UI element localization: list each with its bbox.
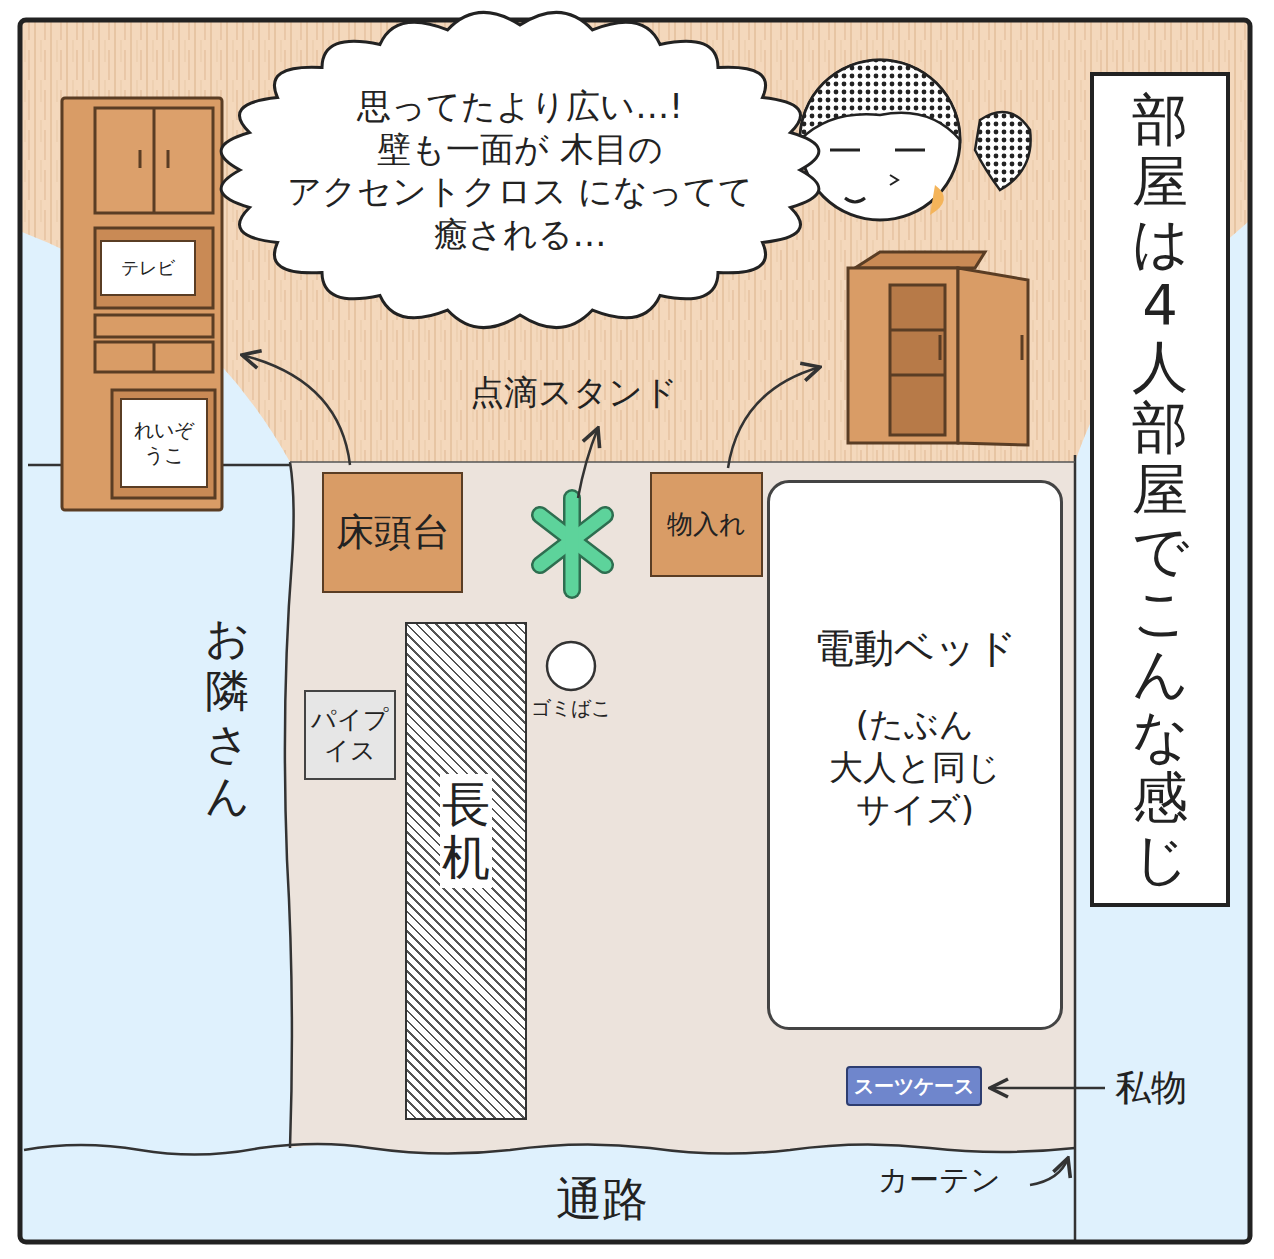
leader-lines bbox=[242, 355, 1105, 1185]
drawer bbox=[95, 342, 213, 372]
node-note: (たぶん 大人と同じ サイズ) bbox=[770, 703, 1060, 831]
drawer bbox=[95, 315, 213, 337]
head bbox=[800, 60, 960, 220]
belongings-label: 私物 bbox=[1115, 1066, 1187, 1109]
node-label: 長机 bbox=[440, 774, 492, 888]
door-handle bbox=[167, 150, 170, 168]
shelf bbox=[890, 374, 945, 377]
curtain-label: カーテン bbox=[878, 1162, 1001, 1198]
panel-frame bbox=[20, 20, 1250, 1242]
room-floor bbox=[285, 462, 1075, 1154]
handle bbox=[939, 335, 942, 360]
fridge-box: れいぞうこ bbox=[120, 398, 208, 488]
handle bbox=[1021, 335, 1024, 360]
cloud-path bbox=[221, 12, 819, 327]
locker-top bbox=[855, 252, 985, 268]
cabinet-doors bbox=[95, 108, 213, 213]
ear bbox=[930, 185, 944, 215]
chair-box: パイプ イス bbox=[304, 690, 396, 780]
node-label: パイプ イス bbox=[310, 704, 390, 767]
node-label: 思ってたより広い…! 壁も一面が 木目の アクセントクロス になってて 癒される… bbox=[280, 85, 760, 255]
node-label: ゴミばこ bbox=[531, 696, 611, 721]
tv-box: テレビ bbox=[100, 240, 196, 296]
locker-door bbox=[958, 268, 1028, 445]
node-label: れいぞうこ bbox=[132, 418, 196, 468]
aisle-label: 通路 bbox=[556, 1172, 648, 1227]
door-split bbox=[153, 108, 156, 213]
circle-outline bbox=[545, 640, 597, 692]
node-label: 部屋は4人部屋でこんな感じ bbox=[1132, 89, 1188, 890]
sweat-mark bbox=[890, 175, 898, 185]
eye bbox=[830, 149, 860, 152]
leader-arrow bbox=[1030, 1158, 1068, 1185]
ponytail bbox=[975, 112, 1031, 190]
mouth bbox=[845, 198, 865, 202]
leader-arrow bbox=[990, 1087, 1105, 1090]
drawer-split bbox=[153, 342, 156, 372]
speech-bubble: 思ってたより広い…! 壁も一面が 木目の アクセントクロス になってて 癒される… bbox=[250, 30, 790, 310]
trash-can-circle bbox=[547, 642, 595, 690]
leader-arrow bbox=[578, 428, 598, 498]
door-handle bbox=[139, 150, 142, 168]
node-label: 物入れ bbox=[667, 508, 746, 541]
suitcase-box: スーツケース bbox=[846, 1066, 982, 1106]
node-label: 電動ベッド bbox=[814, 623, 1017, 673]
bed-box: 電動ベッド (たぶん 大人と同じ サイズ) bbox=[767, 480, 1063, 1030]
leader-arrow bbox=[728, 367, 820, 468]
leader-arrow bbox=[242, 355, 350, 465]
fridge-space bbox=[112, 390, 215, 498]
eye bbox=[895, 149, 925, 152]
curtain-line bbox=[24, 1144, 1075, 1155]
tv-shelf bbox=[95, 228, 213, 308]
node-label: 床頭台 bbox=[336, 509, 450, 557]
bedside-table-box: 床頭台 bbox=[322, 472, 463, 593]
cabinet-body bbox=[62, 98, 222, 510]
hair bbox=[800, 60, 960, 140]
node-label: テレビ bbox=[121, 257, 175, 280]
bedside-cabinet-drawing bbox=[62, 98, 222, 510]
locker-drawing bbox=[848, 252, 1028, 445]
character-face bbox=[800, 60, 1031, 220]
shelf bbox=[890, 329, 945, 332]
trash-can: ゴミばこ bbox=[545, 640, 597, 692]
node-label: スーツケース bbox=[854, 1074, 974, 1099]
cloud-outline bbox=[250, 30, 790, 310]
aisle-ground bbox=[20, 20, 1250, 1242]
curtain-line bbox=[285, 462, 294, 1148]
wall-line bbox=[290, 461, 1075, 463]
neighbor-label: お隣さん bbox=[205, 612, 249, 823]
long-desk: 長机 bbox=[405, 622, 527, 1120]
title-box: 部屋は4人部屋でこんな感じ bbox=[1090, 72, 1230, 907]
locker-body bbox=[848, 268, 958, 443]
curtain-line bbox=[1074, 455, 1077, 1240]
iv-stand-label: 点滴スタンド bbox=[470, 372, 678, 413]
iv-stand-symbol bbox=[540, 498, 605, 590]
locker-inside bbox=[890, 285, 945, 435]
storage-box: 物入れ bbox=[650, 472, 763, 577]
